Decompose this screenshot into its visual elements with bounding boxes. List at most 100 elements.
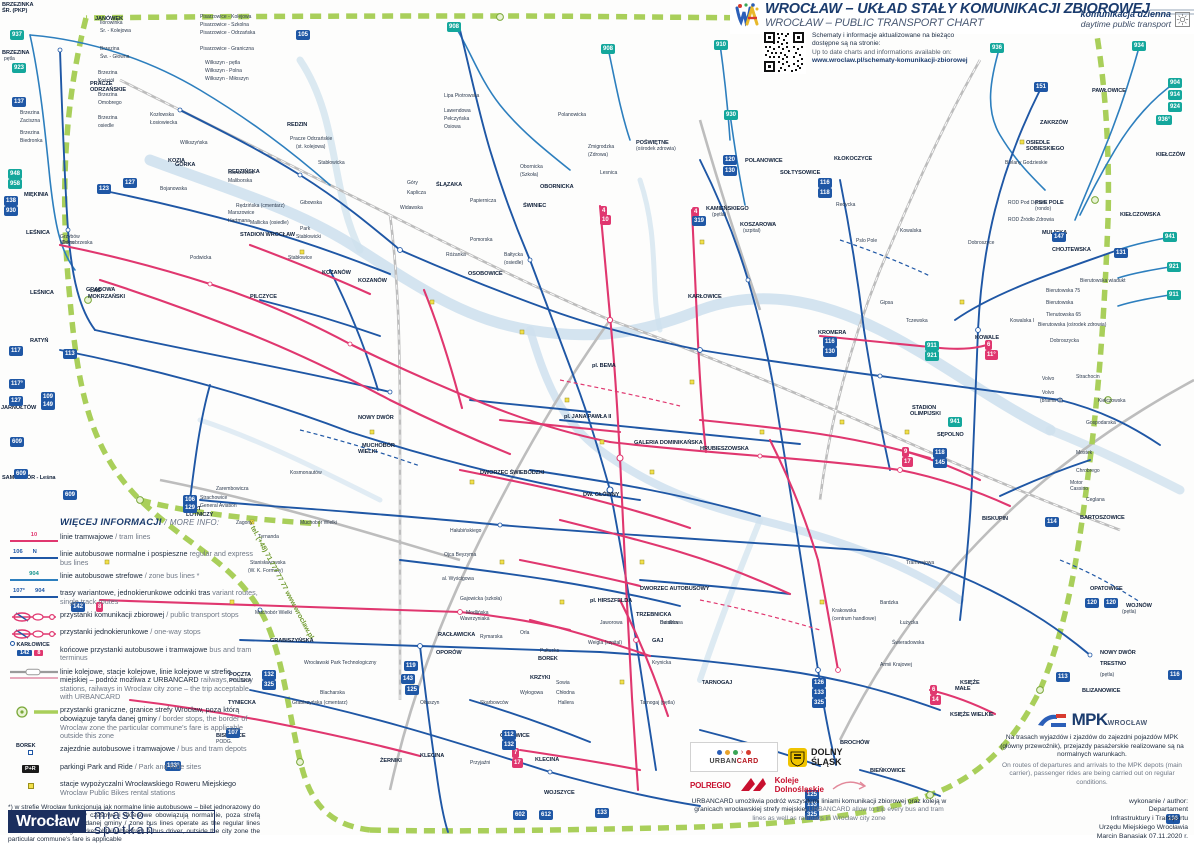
line-number-badge[interactable]: 113 (63, 349, 77, 359)
line-number-badge[interactable]: 109 (41, 392, 56, 402)
author-label: wykonanie / author: (1129, 797, 1188, 805)
line-number-badge[interactable]: 10 (600, 215, 611, 225)
line-number-badge[interactable]: 133° (165, 761, 182, 771)
line-number-badge[interactable]: 151 (1034, 82, 1049, 92)
line-number-badge[interactable]: 116 (818, 178, 832, 188)
line-number-badge[interactable]: 6 (985, 340, 993, 350)
line-number-badge[interactable]: 145 (933, 458, 948, 468)
line-number-badge[interactable]: 132 (262, 670, 277, 680)
legend-text-pl: końcowe przystanki autobusowe i tramwajo… (60, 644, 208, 654)
line-number-badge[interactable]: 107 (226, 728, 241, 738)
line-number-badge[interactable]: 120 (1085, 598, 1100, 608)
line-number-badge[interactable]: 921 (925, 351, 940, 361)
line-number-badge[interactable]: 325 (262, 680, 277, 690)
line-number-badge[interactable]: 936° (1156, 115, 1173, 125)
line-number-badge[interactable]: 6 (930, 685, 938, 695)
line-number-badge[interactable]: 941 (1163, 232, 1178, 242)
line-number-badge[interactable]: 112 (502, 730, 516, 740)
line-number-badge[interactable]: 116 (823, 337, 837, 347)
qr-info-line1: Schematy i informacje aktualizowane na b… (812, 32, 955, 39)
qr-info-url[interactable]: www.wroclaw.pl/schematy-komunikacji-zbio… (812, 57, 968, 65)
line-number-badge[interactable]: 149 (41, 400, 56, 410)
line-number-badge[interactable]: 120 (1104, 598, 1119, 608)
line-number-badge[interactable]: 143 (401, 674, 416, 684)
line-number-badge[interactable]: 325 (805, 810, 820, 820)
line-number-badge[interactable]: 133 (805, 800, 820, 810)
line-number-badge[interactable]: 113 (1056, 672, 1070, 682)
line-number-badge[interactable]: 123 (97, 184, 112, 194)
line-number-badge[interactable]: 125 (805, 790, 820, 800)
line-number-badge[interactable]: 609 (63, 490, 78, 500)
line-number-badge[interactable]: 147 (1052, 232, 1067, 242)
line-number-badge[interactable]: 130 (723, 166, 738, 176)
line-number-badge[interactable]: 118 (818, 188, 832, 198)
line-number-badge[interactable]: 132 (502, 740, 517, 750)
line-number-badge[interactable]: 106 (183, 495, 198, 505)
line-number-badge[interactable]: 908 (447, 22, 462, 32)
line-number-badge[interactable]: 105 (296, 30, 311, 40)
line-number-badge[interactable]: 129 (183, 503, 198, 513)
line-number-badge[interactable]: 138 (4, 196, 19, 206)
line-number-badge[interactable]: 602 (513, 810, 528, 820)
legend-item-text: przystanki komunikacji zbiorowej / publi… (60, 610, 239, 620)
line-number-badge[interactable]: 11° (985, 350, 998, 360)
line-number-badge[interactable]: 937 (10, 30, 25, 40)
line-number-badge[interactable]: 923 (12, 63, 27, 73)
line-number-badge[interactable]: 118 (933, 448, 947, 458)
mpk-word: MPK (1071, 710, 1109, 729)
line-number-badge[interactable]: 4 (600, 206, 608, 216)
line-number-badge[interactable]: 133 (812, 688, 827, 698)
line-number-badge[interactable]: 7 (512, 748, 520, 758)
qr-info-block[interactable]: Schematy i informacje aktualizowane na b… (762, 30, 968, 74)
line-number-badge[interactable]: 137 (12, 97, 27, 107)
line-number-badge[interactable]: 911 (1167, 290, 1181, 300)
line-number-badge[interactable]: 914 (1168, 90, 1183, 100)
line-number-badge[interactable]: 4 (692, 207, 700, 217)
line-number-badge[interactable]: 127 (9, 396, 24, 406)
line-number-badge[interactable]: 941 (948, 417, 963, 427)
line-number-badge[interactable]: 120 (723, 155, 738, 165)
line-number-badge[interactable]: 126 (812, 678, 827, 688)
qr-code-icon[interactable] (762, 30, 806, 74)
line-number-badge[interactable]: 8 (96, 602, 104, 612)
line-number-badge[interactable]: 117 (9, 346, 23, 356)
line-number-badge[interactable]: 116 (1168, 670, 1182, 680)
line-number-badge[interactable]: 9 (902, 447, 910, 457)
line-number-badge[interactable]: 908 (601, 44, 616, 54)
legend-item-text: przystanki graniczne, granice strefy Wro… (60, 705, 260, 740)
wroclaw-city-logo: Wrocław miasto spotkań (8, 807, 215, 837)
line-number-badge[interactable]: 325 (812, 698, 827, 708)
line-number-badge[interactable]: 936 (990, 43, 1005, 53)
line-number-badge[interactable]: 130 (823, 347, 838, 357)
line-number-badge[interactable]: 930 (4, 206, 19, 216)
line-number-badge[interactable]: 609 (10, 437, 25, 447)
line-number-badge[interactable]: 14 (930, 695, 941, 705)
zone-bus-line-icon: 904 (8, 571, 60, 585)
line-number-badge[interactable]: 924 (1168, 102, 1183, 112)
line-number-badge[interactable]: 131 (1114, 248, 1129, 258)
line-number-badge[interactable]: 125 (405, 685, 420, 695)
line-number-badge[interactable]: 612 (539, 810, 554, 820)
line-number-badge[interactable]: 136 (1166, 814, 1181, 824)
line-number-badge[interactable]: 117° (9, 379, 26, 389)
line-number-badge[interactable]: 904 (1168, 78, 1183, 88)
line-number-badge[interactable]: 609 (14, 469, 29, 479)
line-number-badge[interactable]: 114 (1045, 517, 1059, 527)
line-number-badge[interactable]: 319 (692, 216, 707, 226)
line-number-badge[interactable]: 934 (1132, 41, 1147, 51)
line-number-badge[interactable]: 930 (724, 110, 739, 120)
line-number-badge[interactable]: 17 (512, 758, 523, 768)
line-number-badge[interactable]: 911 (925, 341, 939, 351)
line-number-badge[interactable]: 133 (595, 808, 610, 818)
line-number-badge[interactable]: 142 (71, 602, 86, 612)
line-number-badge[interactable]: 119 (404, 661, 418, 671)
line-number-badge[interactable]: 948 (8, 169, 23, 179)
line-number-badge[interactable]: 921 (1167, 262, 1182, 272)
legend-text-sep: / (113, 531, 120, 541)
line-number-badge[interactable]: 127 (123, 178, 138, 188)
line-number-badge[interactable]: 17 (902, 457, 913, 467)
line-number-badge[interactable]: 958 (8, 179, 23, 189)
line-number-badge[interactable]: 910 (714, 40, 729, 50)
